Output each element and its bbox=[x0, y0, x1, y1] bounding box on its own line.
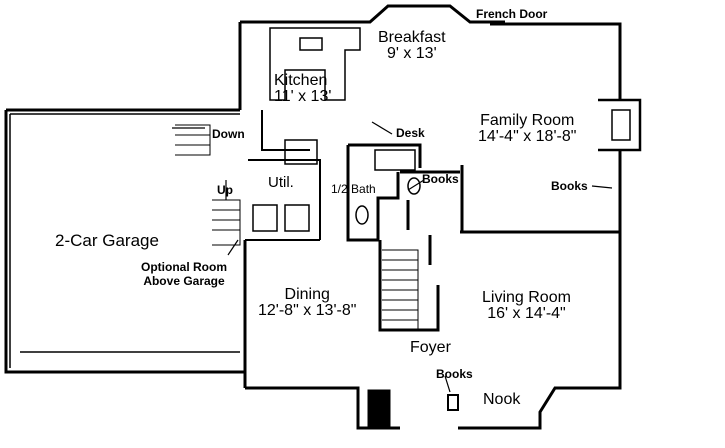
stairs-down bbox=[175, 124, 211, 156]
chimney-block bbox=[367, 389, 391, 429]
optional-room-label: Optional Room Above Garage bbox=[141, 261, 227, 287]
bath-sink bbox=[407, 177, 421, 195]
breakfast-name: Breakfast bbox=[378, 29, 446, 46]
exterior-wall-right bbox=[458, 150, 622, 430]
util-wall bbox=[248, 159, 321, 240]
books-arrow-nook bbox=[444, 375, 451, 393]
util-washer bbox=[252, 204, 278, 232]
desk-arrow bbox=[371, 121, 393, 135]
foyer-label: Foyer bbox=[410, 339, 451, 356]
optional-room-line2: Above Garage bbox=[143, 274, 225, 288]
living-room-label: Living Room 16' x 14'-4" bbox=[482, 290, 571, 322]
family-room-label: Family Room 14'-4" x 18'-8" bbox=[478, 113, 576, 145]
stair-wall bbox=[378, 240, 440, 332]
living-room-dims: 16' x 14'-4" bbox=[487, 305, 566, 322]
desk-label: Desk bbox=[396, 126, 425, 140]
bath-wall bbox=[346, 145, 400, 242]
desk-counter bbox=[374, 149, 416, 171]
stairs-garage bbox=[212, 199, 241, 246]
garage-label: 2-Car Garage bbox=[55, 231, 159, 250]
breakfast-label: Breakfast 9' x 13' bbox=[378, 30, 446, 62]
garage-wall-inner bbox=[9, 113, 240, 368]
fireplace-hearth bbox=[611, 109, 631, 141]
kitchen-counter bbox=[269, 27, 361, 101]
kitchen-range bbox=[284, 139, 318, 165]
french-door-label: French Door bbox=[476, 7, 548, 21]
kitchen-sink bbox=[299, 37, 323, 51]
exterior-wall-top-right bbox=[490, 22, 622, 100]
util-dryer bbox=[284, 204, 310, 232]
kitchen-dims: 11' x 13' bbox=[274, 88, 332, 105]
exterior-wall-top-left bbox=[240, 4, 505, 24]
dining-label: Dining 12'-8" x 13'-8" bbox=[258, 287, 356, 319]
books-label-nook: Books bbox=[436, 367, 473, 381]
up-label: Up bbox=[217, 183, 233, 197]
desk-wall bbox=[348, 143, 422, 168]
kitchen-label: Kitchen 11' x 13' bbox=[274, 73, 331, 105]
books-label-bath: Books bbox=[422, 172, 459, 186]
nook-books bbox=[447, 394, 459, 411]
books-arrow-family bbox=[591, 185, 613, 189]
books-arrow-bath bbox=[407, 179, 425, 191]
down-label: Down bbox=[212, 127, 245, 141]
closet-wall bbox=[400, 170, 460, 230]
family-room-name: Family Room bbox=[480, 112, 575, 129]
util-label: Util. bbox=[268, 174, 294, 191]
half-bath-label: 1/2 Bath bbox=[331, 182, 376, 196]
dining-name: Dining bbox=[284, 286, 330, 303]
kitchen-wall bbox=[261, 110, 310, 151]
dining-dims: 12'-8" x 13'-8" bbox=[258, 302, 357, 319]
stairs-main bbox=[382, 249, 419, 330]
books-label-family: Books bbox=[551, 179, 588, 193]
family-room-dims: 14'-4" x 18'-8" bbox=[478, 128, 577, 145]
kitchen-name: Kitchen bbox=[274, 72, 328, 89]
living-room-name: Living Room bbox=[482, 289, 571, 306]
optional-room-line1: Optional Room bbox=[141, 260, 227, 274]
fireplace bbox=[598, 98, 642, 152]
bath-toilet bbox=[355, 205, 369, 225]
breakfast-dims: 9' x 13' bbox=[386, 45, 437, 62]
nook-label: Nook bbox=[483, 391, 521, 408]
optional-room-arrow bbox=[227, 239, 239, 256]
